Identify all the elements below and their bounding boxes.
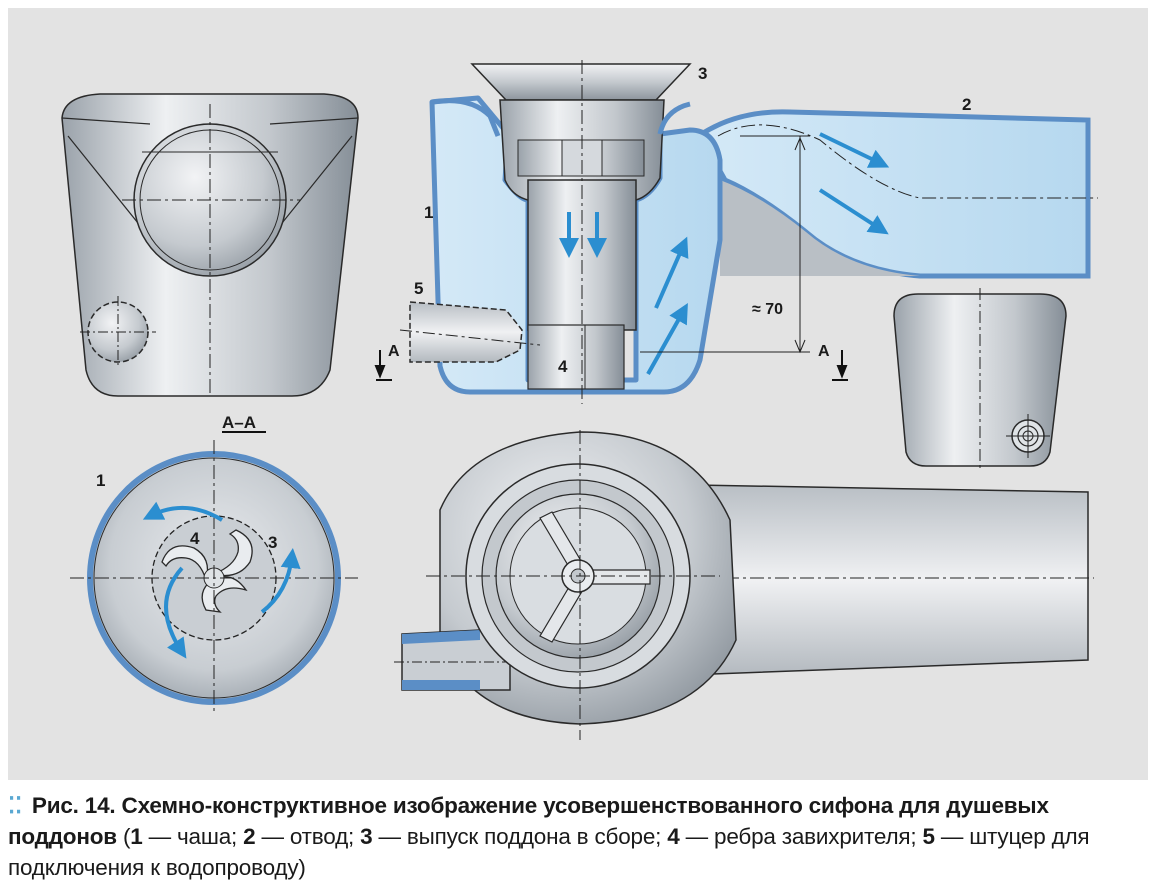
bullet-dots-icon: ⁚⁚: [8, 793, 22, 818]
dimension-label: ≈ 70: [752, 301, 783, 318]
section-a-a: [70, 431, 358, 712]
caption-paren: (: [116, 824, 131, 849]
label-2-top: 2: [962, 95, 971, 114]
siphon-cross-section: [374, 60, 1098, 404]
label-5-top: 5: [414, 279, 423, 298]
caption-n5: 5: [922, 824, 935, 849]
caption-n3: 3: [360, 824, 373, 849]
siphon-diagram: 3 2 1 5 4 ≈ 70 A A A–A 1 4 3: [8, 8, 1148, 780]
caption-n4: 4: [667, 824, 680, 849]
label-1-top: 1: [424, 203, 433, 222]
caption-n2: 2: [243, 824, 256, 849]
figure-caption: ⁚⁚ Рис. 14. Схемно-конструктивное изображ…: [8, 790, 1148, 883]
label-4-top: 4: [558, 357, 568, 376]
section-mark-a-left: A: [388, 343, 400, 360]
bowl-side-view: [61, 93, 359, 397]
label-4-section: 4: [190, 529, 200, 548]
outlet-end-view: [893, 288, 1067, 472]
caption-t5: — штуцер для подключения к водопроводу): [8, 824, 1090, 880]
caption-t2: — отвод;: [255, 824, 361, 849]
label-3-section: 3: [268, 533, 277, 552]
caption-t3: — выпуск поддона в сборе;: [372, 824, 668, 849]
caption-fig-label: Рис. 14.: [31, 793, 116, 818]
label-3-top: 3: [698, 64, 707, 83]
caption-title: Схемно-конструктивное изображение усовер…: [8, 793, 1049, 849]
siphon-top-view: [394, 430, 1094, 740]
caption-n1: 1: [130, 824, 143, 849]
section-title: A–A: [222, 413, 256, 432]
caption-t1: — чаша;: [142, 824, 244, 849]
caption-t4: — ребра завихрителя;: [679, 824, 923, 849]
section-mark-a-right: A: [818, 343, 830, 360]
label-1-section: 1: [96, 471, 105, 490]
